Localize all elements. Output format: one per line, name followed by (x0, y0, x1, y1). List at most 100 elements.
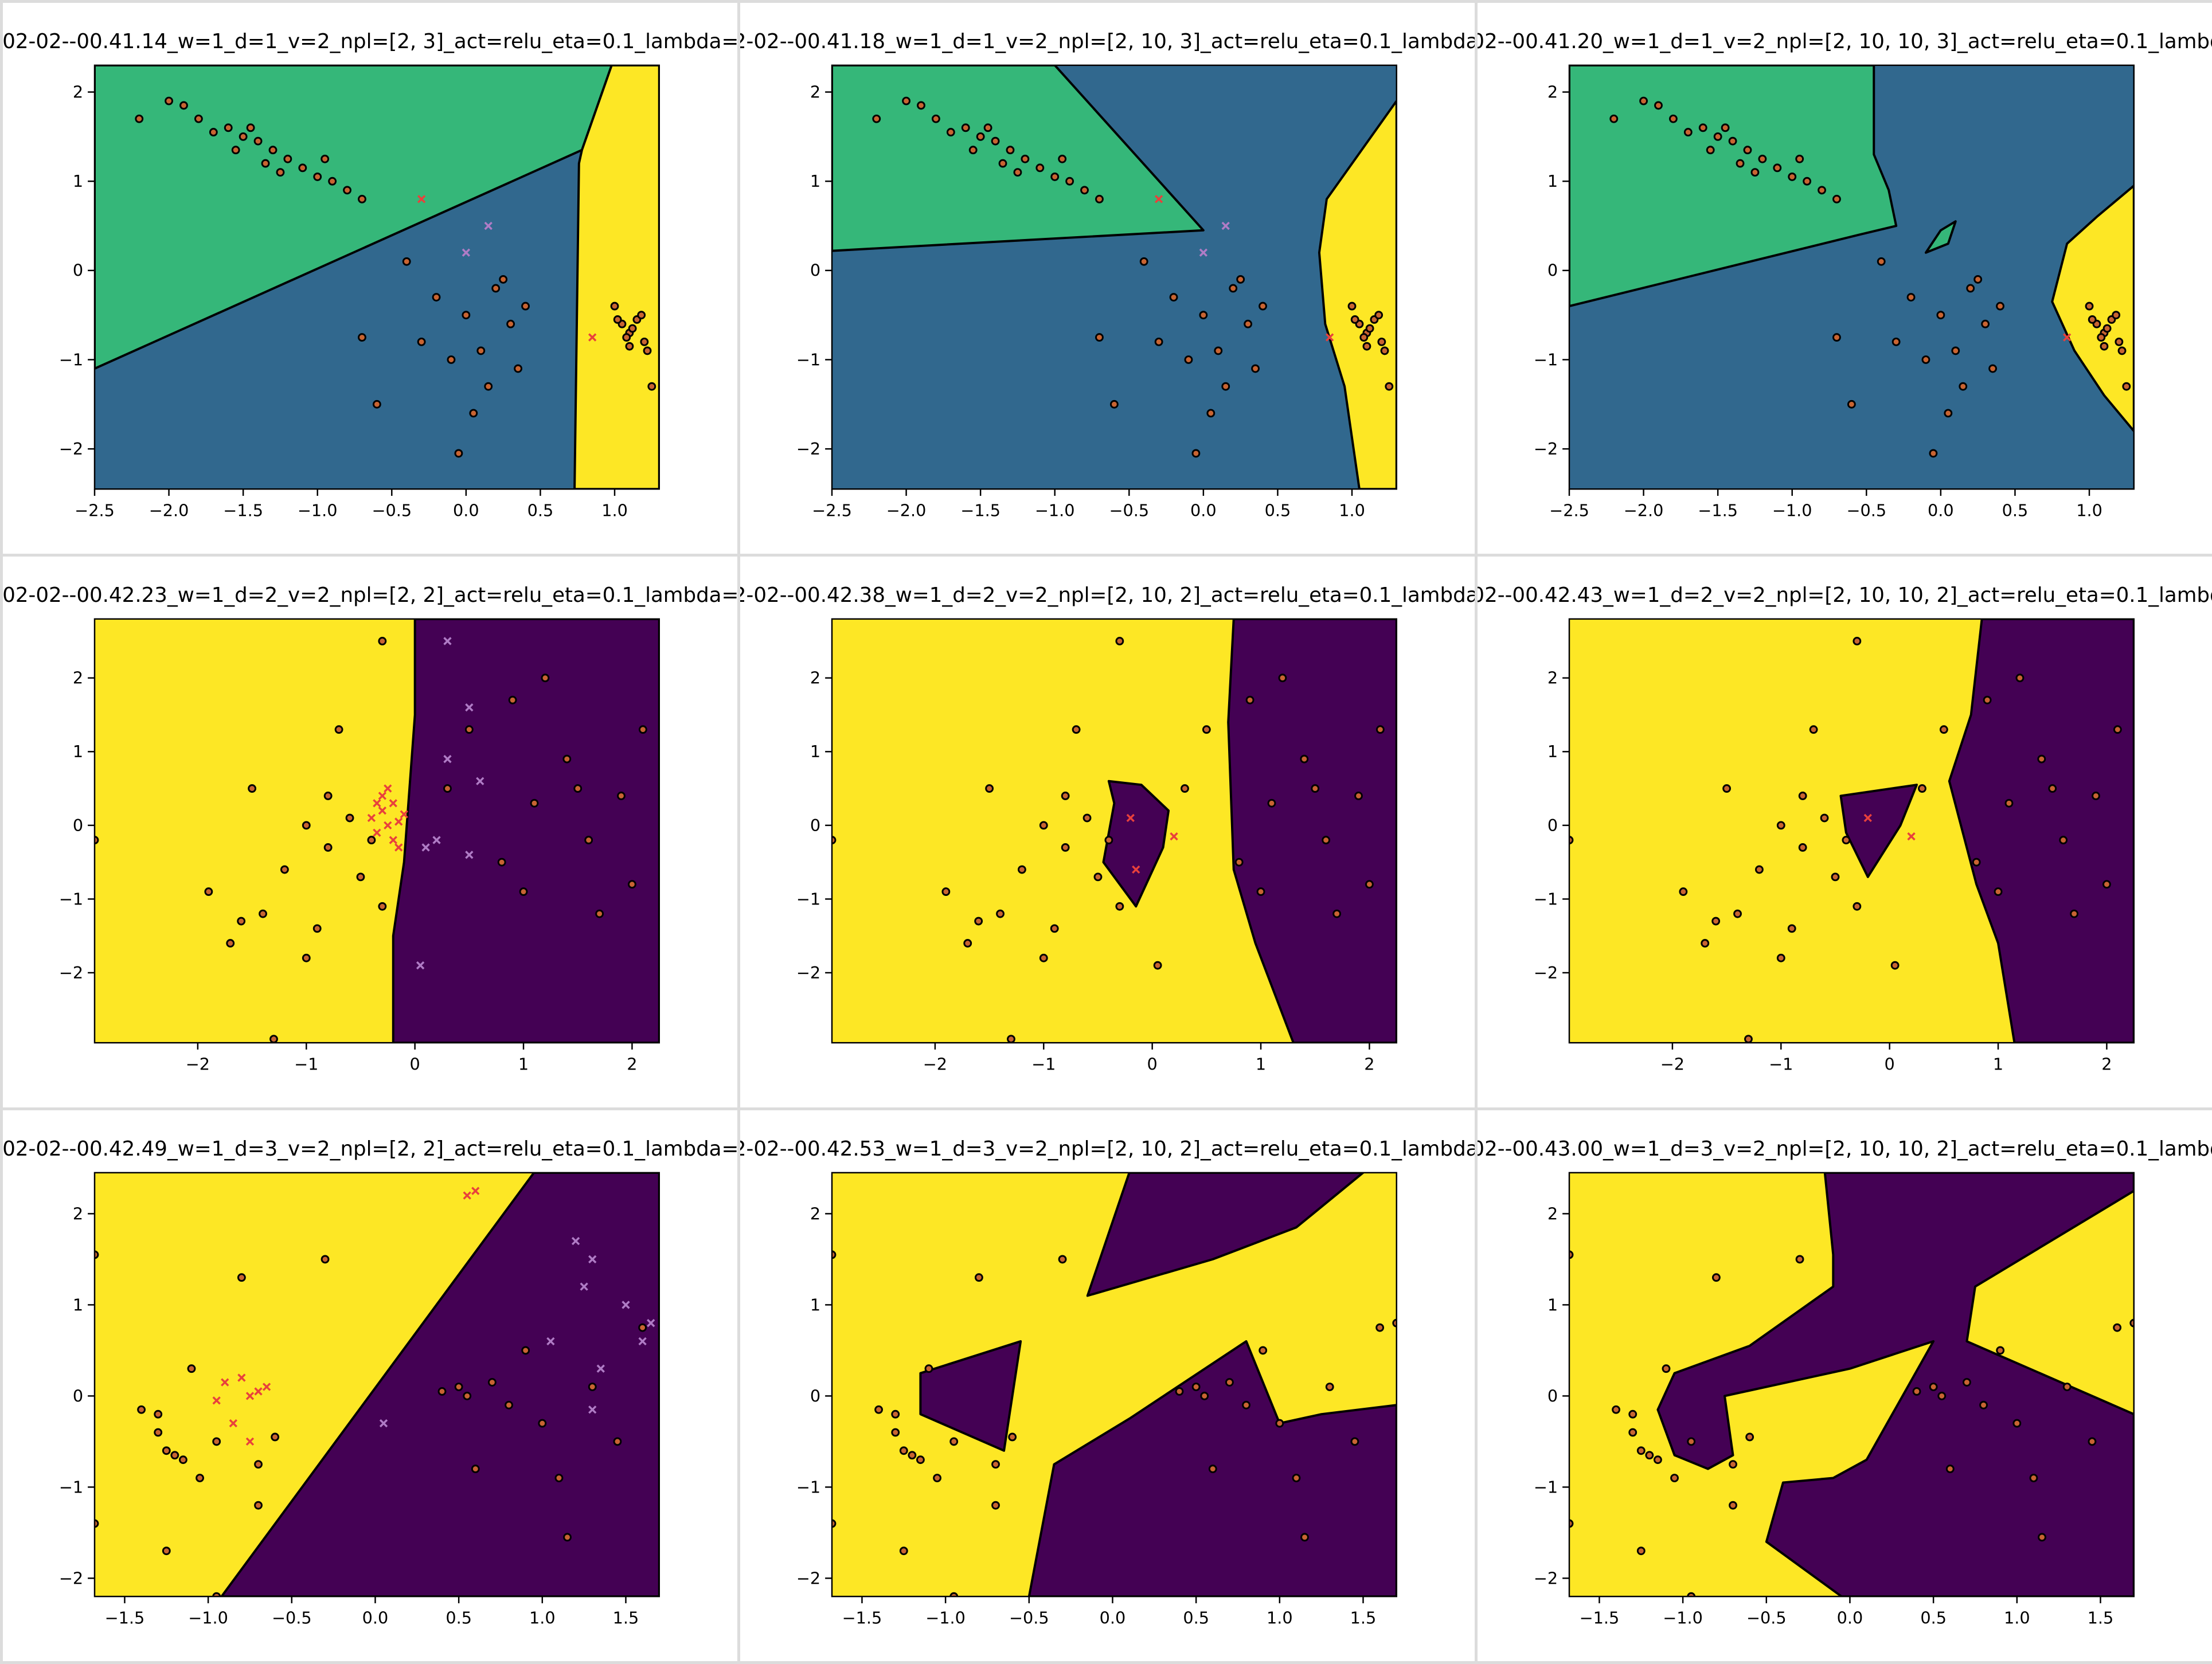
x-tick-label: −1 (1769, 1055, 1793, 1074)
data-point (1311, 784, 1320, 793)
data-point (237, 1273, 246, 1282)
x-tick-label: 1 (1993, 1055, 2003, 1074)
data-point (1788, 172, 1797, 181)
data-point (1832, 333, 1841, 342)
x-tick-label: 1.0 (1339, 501, 1365, 520)
data-point (334, 725, 343, 734)
y-tick-label: 0 (810, 261, 820, 280)
data-point (1776, 953, 1785, 962)
y-tick-label: 1 (810, 1295, 820, 1314)
data-point (1729, 1460, 1737, 1469)
data-point (1199, 311, 1208, 320)
chart-title: 21-02-02--00.42.43_w=1_d=2_v=2_npl=[2, 1… (1478, 584, 2212, 607)
x-tick-label: −2.5 (1549, 501, 1589, 520)
data-point (1569, 836, 1574, 845)
chart-svg: 21-02-02--00.41.14_w=1_d=1_v=2_npl=[2, 3… (3, 30, 737, 520)
data-point (1988, 364, 1997, 373)
data-point (610, 302, 619, 311)
x-tick-label: 0.5 (527, 501, 554, 520)
data-point (283, 154, 292, 163)
cross-marker (443, 637, 452, 645)
cross-marker (476, 777, 484, 785)
data-point (1939, 725, 1948, 734)
data-point (924, 1364, 933, 1373)
chart-svg: 21-02-02--00.42.43_w=1_d=2_v=2_npl=[2, 1… (1478, 584, 2212, 1074)
data-point (2015, 674, 2025, 683)
data-point (1065, 177, 1074, 186)
data-point (2012, 1419, 2022, 1428)
cross-marker (378, 792, 387, 800)
axes-frame (93, 1172, 660, 1598)
x-tick-label: 0.0 (1928, 501, 1954, 520)
data-point (595, 909, 604, 918)
cross-marker (546, 1337, 555, 1346)
data-point (628, 324, 637, 333)
cross-marker (384, 784, 392, 793)
data-point (248, 784, 257, 793)
chart-svg: 21-02-02--00.42.53_w=1_d=3_v=2_npl=[2, 1… (740, 1137, 1475, 1628)
data-point (1847, 400, 1856, 409)
x-tick-label: 0.0 (1190, 501, 1217, 520)
data-point (1795, 154, 1804, 163)
data-point (1713, 132, 1722, 141)
data-point (1996, 302, 2004, 311)
data-point (209, 128, 218, 137)
cross-marker (1132, 865, 1140, 874)
data-point (1154, 337, 1163, 346)
data-point (983, 123, 992, 132)
data-point (1093, 872, 1103, 882)
data-point (323, 843, 333, 852)
data-point (1362, 342, 1371, 351)
axes-frame (831, 64, 1397, 490)
data-point (637, 311, 646, 320)
data-point (1951, 346, 1960, 355)
cross-marker (571, 1236, 580, 1246)
cross-marker (432, 836, 441, 844)
data-point (1322, 836, 1331, 845)
x-tick-label: −1.0 (1663, 1608, 1703, 1628)
data-point (584, 836, 593, 845)
cross-marker (484, 221, 493, 230)
chart-panel: 21-02-02--00.42.43_w=1_d=2_v=2_npl=[2, 1… (1475, 554, 2212, 1110)
data-point (891, 1409, 900, 1419)
data-point (1259, 1346, 1268, 1355)
data-point (931, 114, 940, 123)
data-point (949, 1592, 959, 1597)
y-tick-label: −2 (1534, 963, 1558, 982)
cross-marker (254, 1387, 263, 1396)
data-point (1996, 1346, 2005, 1355)
data-point (1153, 961, 1162, 970)
chart-title: 21-02-02--00.42.49_w=1_d=3_v=2_npl=[2, 2… (3, 1137, 737, 1161)
data-point (562, 754, 572, 764)
y-tick-label: 0 (73, 816, 83, 835)
data-point (996, 909, 1005, 918)
data-point (1058, 154, 1067, 163)
data-point (254, 1501, 263, 1510)
data-point (464, 725, 474, 734)
x-tick-label: −1.0 (188, 1608, 228, 1628)
data-point (1787, 924, 1796, 933)
x-tick-label: 0.5 (445, 1608, 472, 1628)
data-point (1687, 1437, 1696, 1446)
data-point (1380, 346, 1389, 355)
data-point (1701, 939, 1710, 948)
chart-panel: 21-02-02--00.42.49_w=1_d=3_v=2_npl=[2, 2… (0, 1107, 740, 1664)
data-point (162, 1546, 171, 1556)
data-point (2085, 302, 2094, 311)
data-point (1050, 924, 1059, 933)
data-point (1214, 346, 1223, 355)
cross-marker (638, 1337, 647, 1346)
y-tick-label: −2 (1534, 1568, 1558, 1588)
data-point (1891, 337, 1901, 346)
data-point (872, 114, 881, 123)
x-tick-label: −0.5 (1009, 1608, 1049, 1628)
data-point (1200, 1391, 1209, 1400)
plot-area (95, 1172, 659, 1597)
data-point (613, 315, 622, 324)
data-point (417, 337, 426, 346)
y-tick-label: 1 (1547, 171, 1558, 191)
data-point (1979, 1400, 1988, 1409)
y-tick-label: 1 (73, 742, 83, 761)
data-point (1912, 1387, 1921, 1396)
x-tick-label: −0.5 (272, 1608, 312, 1628)
